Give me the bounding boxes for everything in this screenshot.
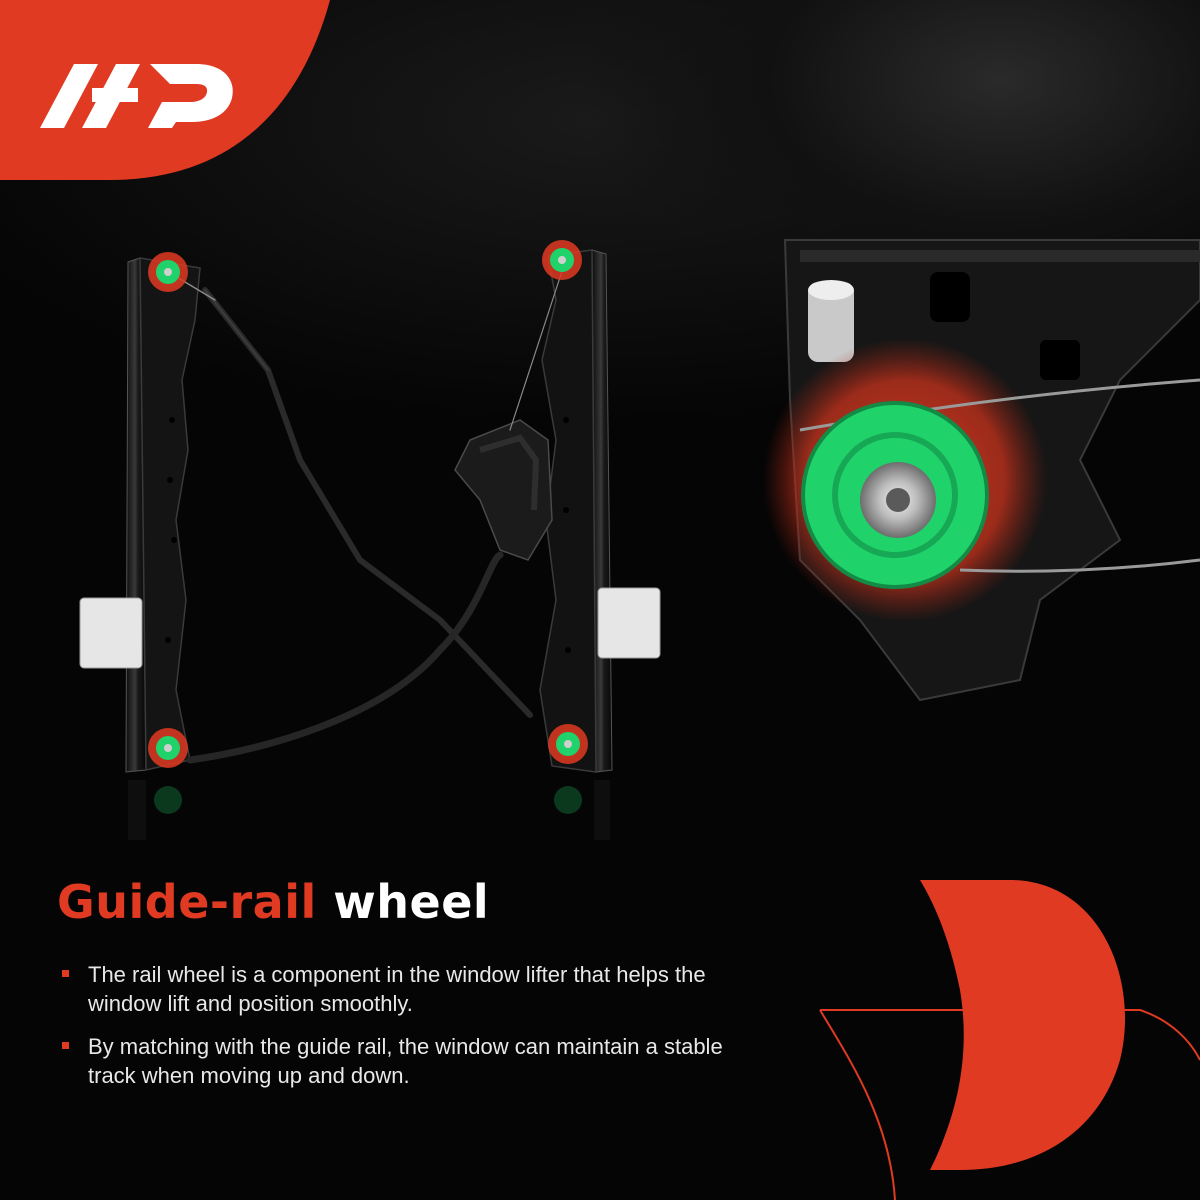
closeup-green-wheel xyxy=(801,401,989,589)
motor-housing xyxy=(454,419,553,561)
closeup-stud xyxy=(808,280,854,362)
list-item: By matching with the guide rail, the win… xyxy=(62,1032,762,1090)
guide-wheel-bottom-left xyxy=(148,728,188,768)
ap-logo-icon xyxy=(0,0,330,180)
wheel-closeup-detail xyxy=(763,239,1200,702)
left-guide-rail xyxy=(125,257,201,773)
d-shape-decoration-icon xyxy=(819,880,1200,1200)
window-regulator-illustration xyxy=(79,239,1200,840)
headline-accent: Guide-rail xyxy=(57,875,317,929)
headline-rest: wheel xyxy=(333,875,490,929)
guide-wheel-top-right xyxy=(542,240,582,280)
feature-bullet-list: The rail wheel is a component in the win… xyxy=(62,960,762,1104)
left-glass-clip xyxy=(79,597,143,669)
right-glass-clip xyxy=(597,587,661,659)
guide-wheel-top-left xyxy=(148,252,188,292)
bullet-text: By matching with the guide rail, the win… xyxy=(88,1034,723,1088)
lift-cables xyxy=(174,261,566,764)
headline: Guide-rail wheel xyxy=(57,875,489,929)
square-bullet-icon xyxy=(62,970,69,977)
bullet-text: The rail wheel is a component in the win… xyxy=(88,962,706,1016)
product-reflection xyxy=(128,780,610,840)
guide-wheel-bottom-right xyxy=(548,724,588,764)
list-item: The rail wheel is a component in the win… xyxy=(62,960,762,1018)
square-bullet-icon xyxy=(62,1042,69,1049)
